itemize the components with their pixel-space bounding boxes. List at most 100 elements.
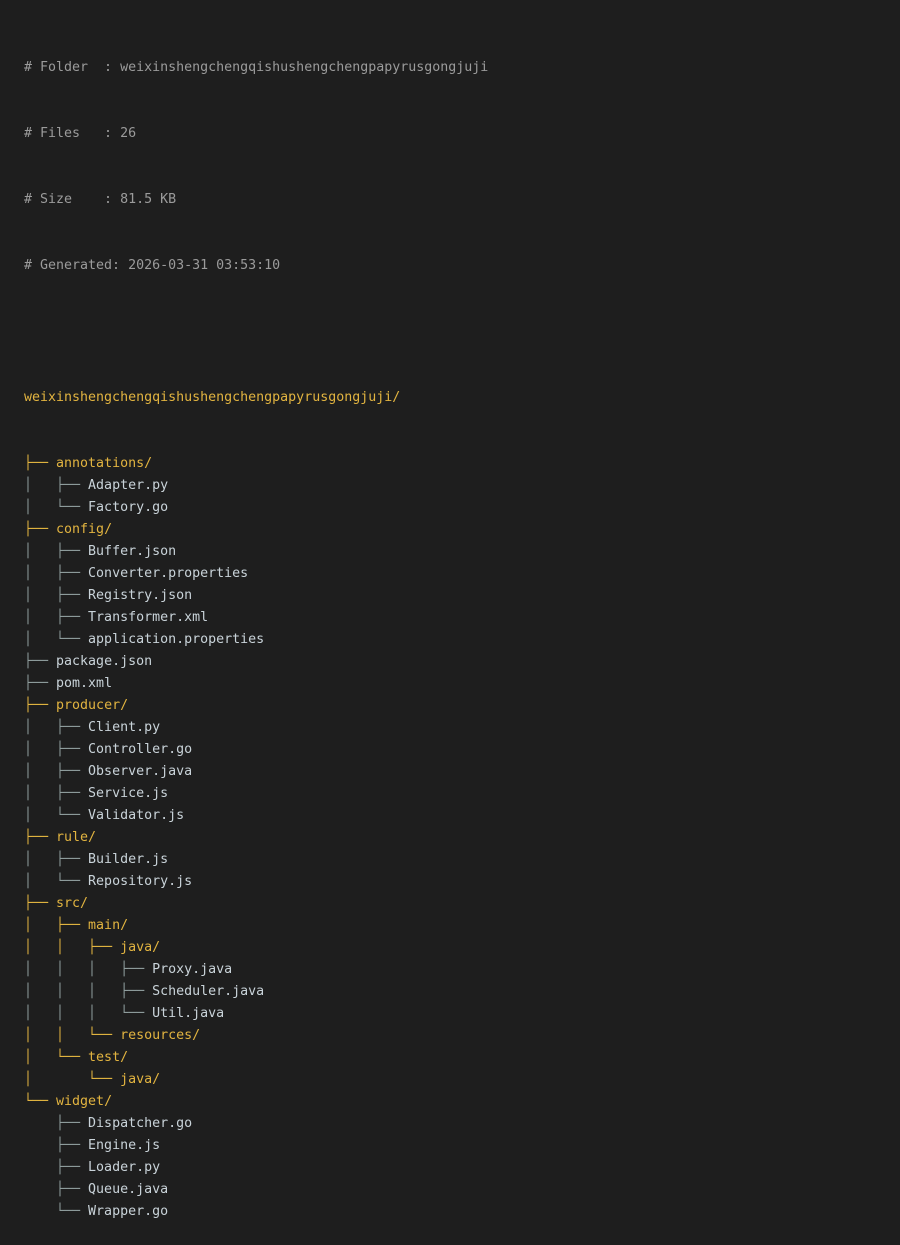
folder-name: java/ — [120, 1072, 161, 1087]
tree-folder-row[interactable]: ├── src/ — [24, 893, 900, 915]
tree-folder-row[interactable]: │ │ ├── java/ — [24, 937, 900, 959]
tree-file-row[interactable]: ├── Engine.js — [24, 1135, 900, 1157]
file-name: application.properties — [88, 632, 265, 647]
tree-folder-row[interactable]: ├── annotations/ — [24, 453, 900, 475]
folder-name: producer/ — [56, 698, 129, 713]
file-name: Proxy.java — [152, 962, 233, 977]
tree-folder-row[interactable]: ├── config/ — [24, 519, 900, 541]
tree-file-row[interactable]: ├── pom.xml — [24, 673, 900, 695]
tree-folder-row[interactable]: ├── rule/ — [24, 827, 900, 849]
tree-folder-row[interactable]: │ └── test/ — [24, 1047, 900, 1069]
file-name: Util.java — [152, 1006, 225, 1021]
tree-file-row[interactable]: ├── Dispatcher.go — [24, 1113, 900, 1135]
file-name: Loader.py — [88, 1160, 161, 1175]
tree-connector: │ ├── — [24, 610, 89, 625]
tree-connector: │ └── — [24, 1072, 121, 1087]
folder-name: widget/ — [56, 1094, 113, 1109]
tree-connector: │ ├── — [24, 588, 89, 603]
tree-connector: │ │ │ ├── — [24, 984, 153, 999]
tree-file-row[interactable]: ├── Queue.java — [24, 1179, 900, 1201]
tree-connector: │ ├── — [24, 786, 89, 801]
folder-name: config/ — [56, 522, 113, 537]
tree-connector: ├── — [24, 830, 57, 845]
file-name: Adapter.py — [88, 478, 169, 493]
folder-name: main/ — [88, 918, 129, 933]
file-name: Client.py — [88, 720, 161, 735]
tree-file-row[interactable]: │ ├── Builder.js — [24, 849, 900, 871]
tree-file-row[interactable]: │ ├── Service.js — [24, 783, 900, 805]
tree-connector: ├── — [24, 896, 57, 911]
tree-connector: └── — [24, 1204, 89, 1219]
tree-file-row[interactable]: │ ├── Registry.json — [24, 585, 900, 607]
file-name: Registry.json — [88, 588, 193, 603]
tree-file-row[interactable]: │ ├── Observer.java — [24, 761, 900, 783]
tree-folder-row[interactable]: ├── producer/ — [24, 695, 900, 717]
tree-connector: │ ├── — [24, 720, 89, 735]
folder-name: src/ — [56, 896, 89, 911]
tree-file-row[interactable]: ├── Loader.py — [24, 1157, 900, 1179]
tree-connector: │ ├── — [24, 566, 89, 581]
tree-connector: │ │ └── — [24, 1028, 121, 1043]
tree-file-row[interactable]: │ ├── Controller.go — [24, 739, 900, 761]
tree-folder-row[interactable]: └── widget/ — [24, 1091, 900, 1113]
tree-connector: │ │ │ └── — [24, 1006, 153, 1021]
tree-file-row[interactable]: ├── package.json — [24, 651, 900, 673]
file-name: Validator.js — [88, 808, 185, 823]
tree-connector: ├── — [24, 1116, 89, 1131]
file-name: Wrapper.go — [88, 1204, 169, 1219]
tree-file-row[interactable]: │ │ │ ├── Scheduler.java — [24, 981, 900, 1003]
tree-root: weixinshengchengqishushengchengpapyrusgo… — [24, 390, 401, 405]
file-name: Repository.js — [88, 874, 193, 889]
tree-file-row[interactable]: └── Wrapper.go — [24, 1201, 900, 1223]
tree-file-row[interactable]: │ ├── Client.py — [24, 717, 900, 739]
tree-file-row[interactable]: │ ├── Transformer.xml — [24, 607, 900, 629]
file-name: Dispatcher.go — [88, 1116, 193, 1131]
tree-connector: ├── — [24, 1160, 89, 1175]
file-name: Converter.properties — [88, 566, 249, 581]
tree-connector: │ └── — [24, 1050, 89, 1065]
tree-connector: │ └── — [24, 808, 89, 823]
generated-line: # Generated: 2026-03-31 03:53:10 — [24, 258, 281, 273]
file-name: Scheduler.java — [152, 984, 265, 999]
file-name: Service.js — [88, 786, 169, 801]
file-name: Engine.js — [88, 1138, 161, 1153]
tree-folder-row[interactable]: │ │ └── resources/ — [24, 1025, 900, 1047]
tree-file-row[interactable]: │ ├── Converter.properties — [24, 563, 900, 585]
folder-name: resources/ — [120, 1028, 201, 1043]
tree-file-row[interactable]: │ │ │ └── Util.java — [24, 1003, 900, 1025]
tree-connector: ├── — [24, 698, 57, 713]
tree-connector: ├── — [24, 654, 57, 669]
tree-connector: ├── — [24, 676, 57, 691]
tree-connector: │ ├── — [24, 918, 89, 933]
tree-connector: ├── — [24, 456, 57, 471]
tree-file-row[interactable]: │ │ │ ├── Proxy.java — [24, 959, 900, 981]
folder-name: test/ — [88, 1050, 129, 1065]
blank-line — [24, 321, 900, 343]
file-name: Queue.java — [88, 1182, 169, 1197]
tree-connector: │ └── — [24, 500, 89, 515]
tree-connector: │ └── — [24, 874, 89, 889]
tree-file-row[interactable]: │ ├── Adapter.py — [24, 475, 900, 497]
tree-connector: ├── — [24, 1182, 89, 1197]
tree-connector: │ ├── — [24, 764, 89, 779]
tree-connector: ├── — [24, 1138, 89, 1153]
tree-file-row[interactable]: │ ├── Buffer.json — [24, 541, 900, 563]
file-name: package.json — [56, 654, 153, 669]
file-name: Buffer.json — [88, 544, 177, 559]
tree-connector: │ └── — [24, 632, 89, 647]
tree-folder-row[interactable]: │ └── java/ — [24, 1069, 900, 1091]
tree-connector: │ │ │ ├── — [24, 962, 153, 977]
folder-name: java/ — [120, 940, 161, 955]
tree-file-row[interactable]: │ └── Factory.go — [24, 497, 900, 519]
size-line: # Size : 81.5 KB — [24, 192, 177, 207]
file-name: Builder.js — [88, 852, 169, 867]
tree-file-row[interactable]: │ └── application.properties — [24, 629, 900, 651]
tree-file-row[interactable]: │ └── Repository.js — [24, 871, 900, 893]
tree-connector: │ ├── — [24, 544, 89, 559]
tree-items: ├── annotations/│ ├── Adapter.py│ └── Fa… — [24, 453, 900, 1223]
folder-name: rule/ — [56, 830, 97, 845]
tree-file-row[interactable]: │ └── Validator.js — [24, 805, 900, 827]
tree-folder-row[interactable]: │ ├── main/ — [24, 915, 900, 937]
file-name: Observer.java — [88, 764, 193, 779]
